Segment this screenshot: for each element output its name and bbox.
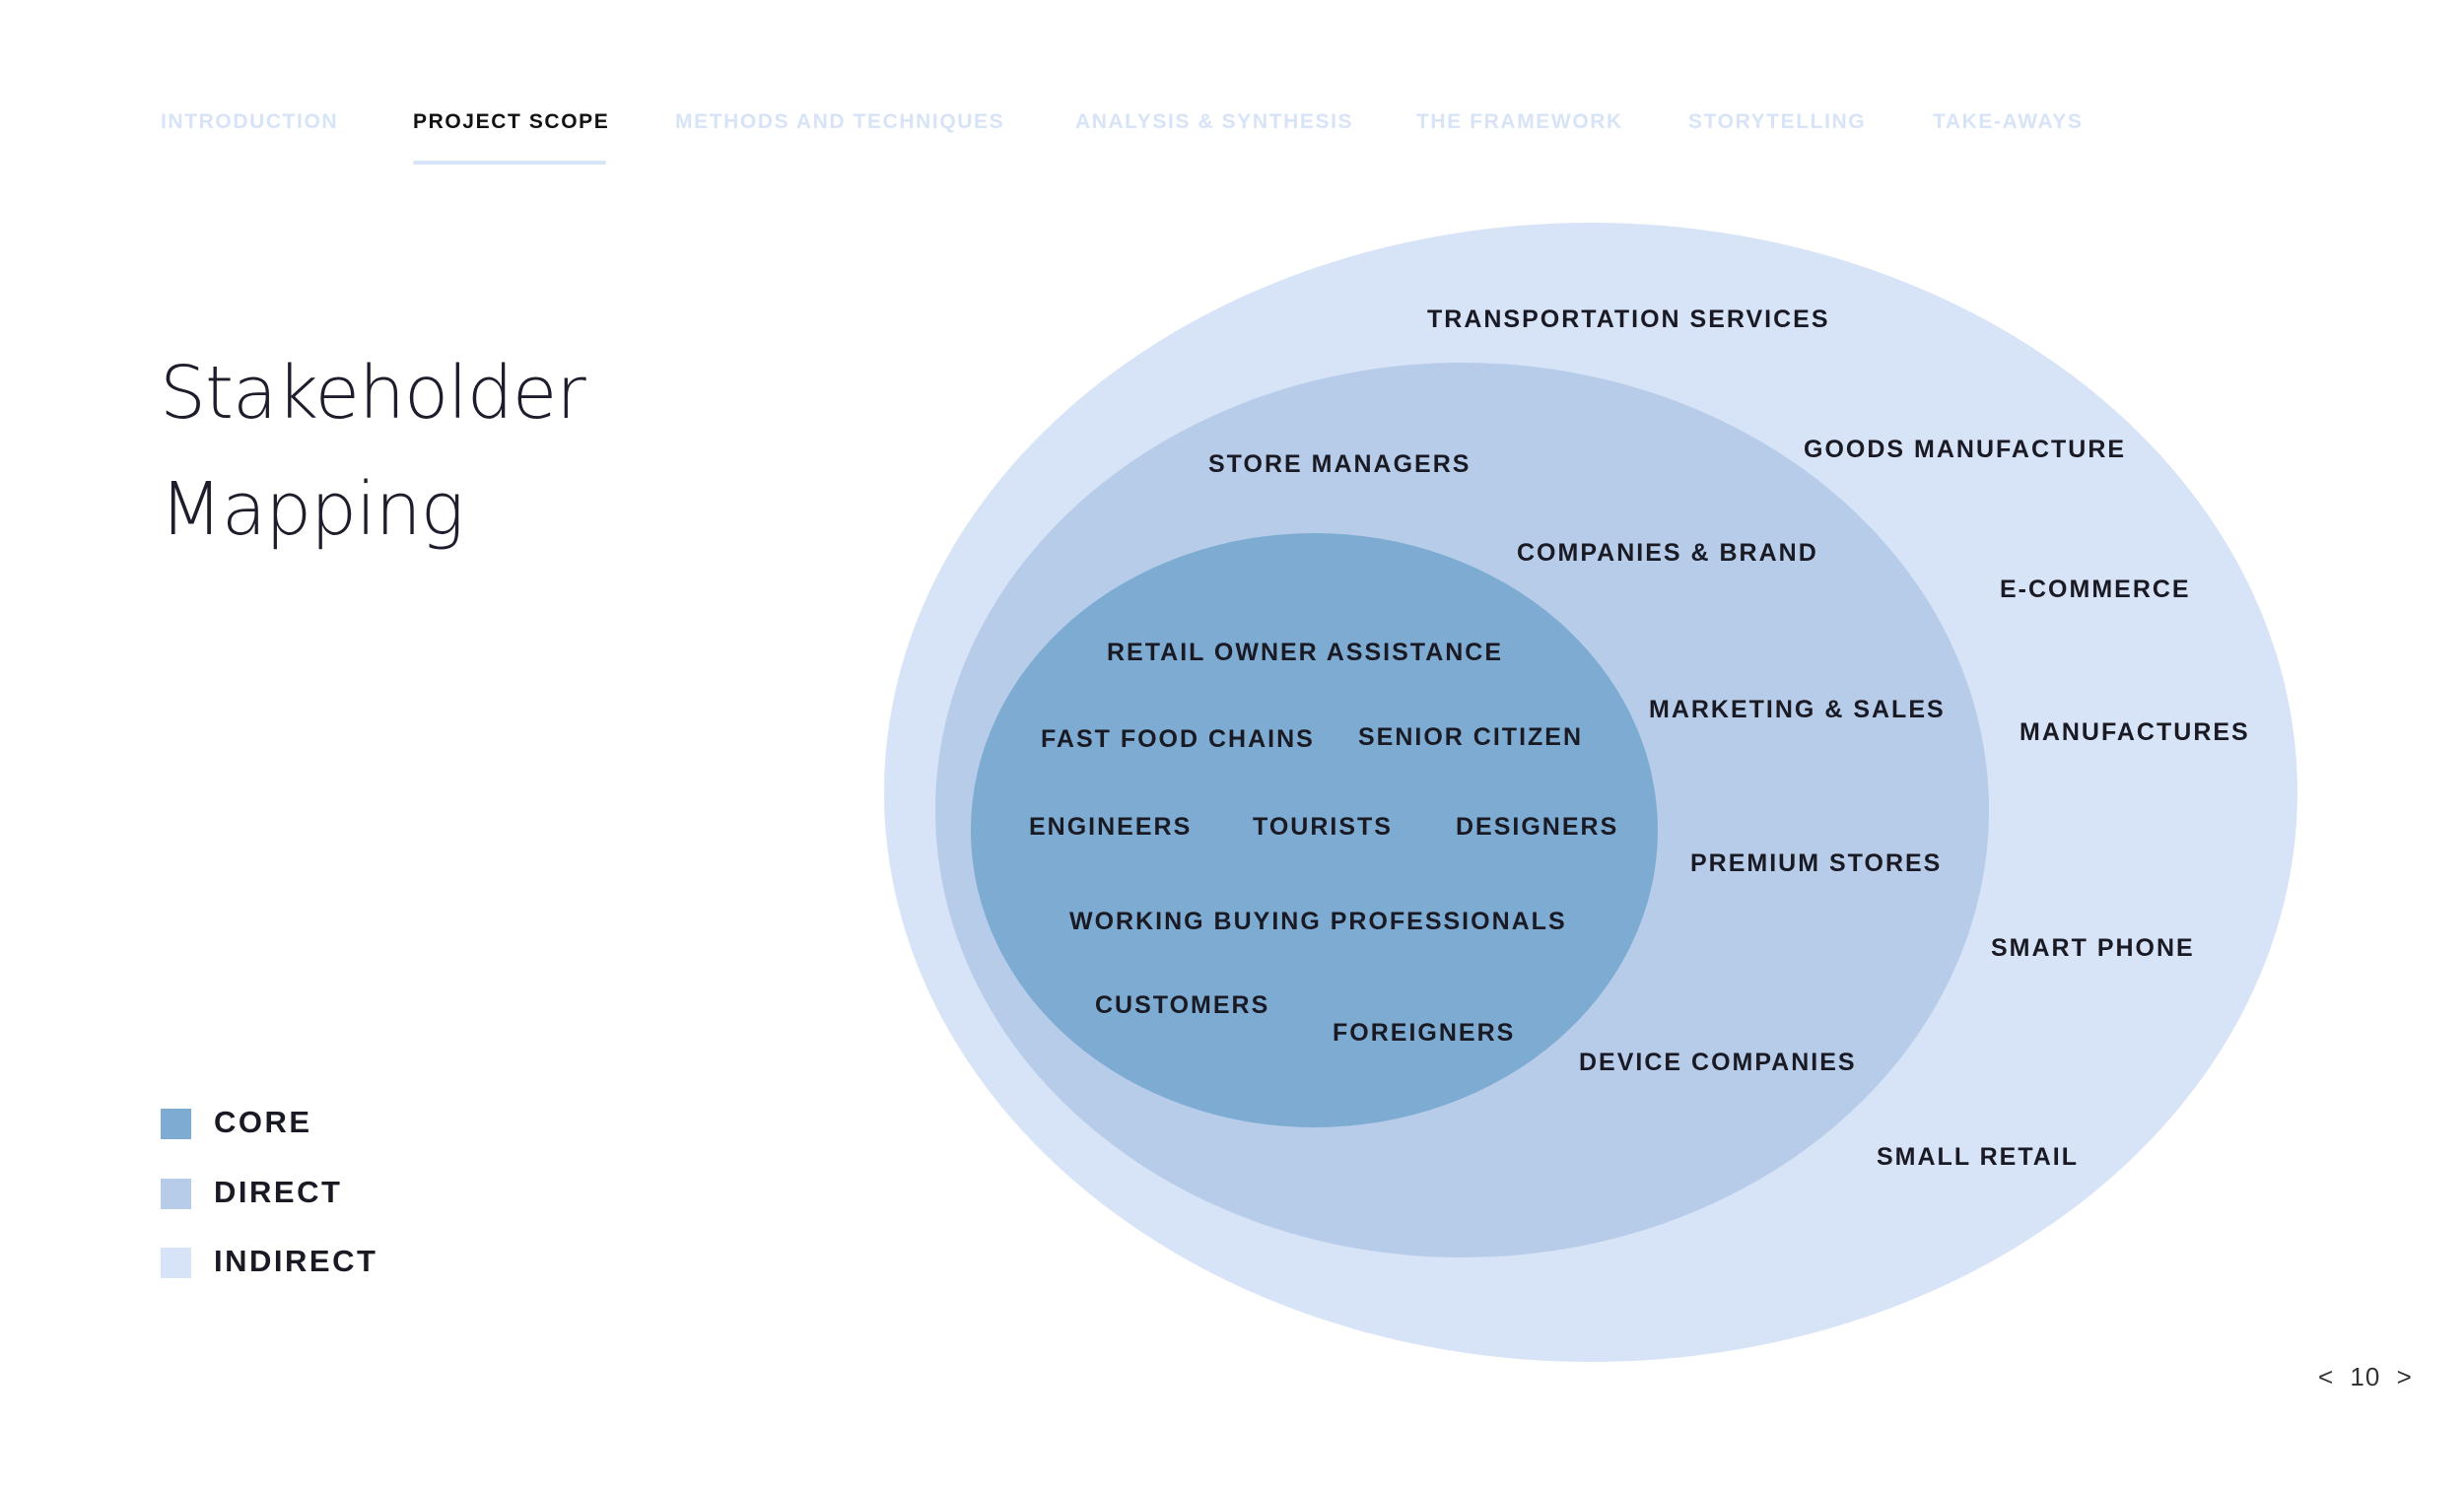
legend-item-indirect: INDIRECT [161,1244,456,1279]
active-tab-underline [413,161,606,165]
page-title-line-1: Stakeholder [160,351,586,436]
label-core: ENGINEERS [1029,813,1193,841]
label-indirect: SMALL RETAIL [1877,1143,2080,1171]
label-core: RETAIL OWNER ASSISTANCE [1107,639,1504,666]
label-core: FOREIGNERS [1333,1019,1516,1047]
label-core: TOURISTS [1253,813,1393,841]
tab-the-framework[interactable]: THE FRAMEWORK [1416,110,1623,133]
label-core: CUSTOMERS [1095,991,1270,1019]
label-indirect: E-COMMERCE [2000,576,2191,603]
legend-item-core: CORE [161,1105,456,1140]
legend-label-core: CORE [214,1105,312,1139]
tab-project-scope[interactable]: PROJECT SCOPE [413,110,610,133]
label-indirect: TRANSPORTATION SERVICES [1427,305,1830,333]
label-indirect: SMART PHONE [1991,934,2195,962]
label-direct: PREMIUM STORES [1690,849,1943,877]
label-core: DESIGNERS [1456,813,1619,841]
prev-page-icon[interactable]: < [2318,1362,2335,1391]
label-direct: MARKETING & SALES [1649,696,1946,723]
label-core: WORKING BUYING PROFESSIONALS [1069,908,1567,935]
page-indicator: < 10 > [2318,1362,2413,1392]
page-title: Stakeholder Mapping [160,335,586,568]
tab-analysis-synthesis[interactable]: ANALYSIS & SYNTHESIS [1075,110,1354,133]
ring-core [971,533,1658,1127]
label-core: FAST FOOD CHAINS [1041,725,1315,753]
legend-swatch-core [161,1109,191,1139]
page-title-line-2: Mapping [160,467,464,552]
label-direct: COMPANIES & BRAND [1517,539,1818,567]
legend-label-indirect: INDIRECT [214,1244,378,1278]
legend-item-direct: DIRECT [161,1175,456,1210]
legend-label-direct: DIRECT [214,1175,343,1209]
label-indirect: MANUFACTURES [2019,718,2250,746]
page-number: 10 [2350,1362,2381,1391]
legend-swatch-direct [161,1179,191,1209]
label-indirect: GOODS MANUFACTURE [1804,436,2127,463]
tab-methods-and-techniques[interactable]: METHODS AND TECHNIQUES [675,110,1005,133]
label-direct: DEVICE COMPANIES [1579,1049,1857,1076]
label-direct: STORE MANAGERS [1208,450,1472,478]
next-page-icon[interactable]: > [2396,1362,2413,1391]
tab-storytelling[interactable]: STORYTELLING [1688,110,1867,133]
top-navigation: INTRODUCTION PROJECT SCOPE METHODS AND T… [0,0,2464,177]
legend-swatch-indirect [161,1248,191,1278]
tab-introduction[interactable]: INTRODUCTION [161,110,339,133]
label-core: SENIOR CITIZEN [1358,723,1584,751]
tab-take-aways[interactable]: TAKE-AWAYS [1933,110,2084,133]
